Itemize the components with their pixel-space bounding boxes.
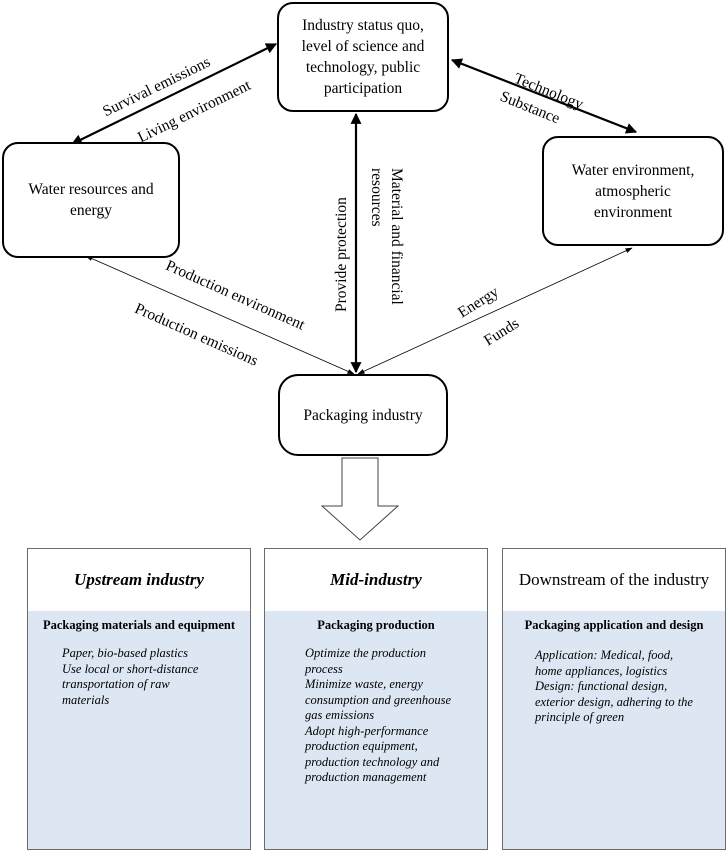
arrow-top-right	[450, 58, 638, 134]
panel-title: Downstream of the industry	[503, 549, 725, 612]
node-industry-status: Industry status quo, level of science an…	[277, 2, 449, 112]
panel-body: Packaging application and design Applica…	[503, 611, 725, 849]
panel-downstream: Downstream of the industry Packaging app…	[502, 548, 726, 850]
panel-text: Paper, bio-based plastics Use local or s…	[62, 646, 199, 707]
node-water-resources: Water resources and energy	[2, 142, 180, 258]
panel-body: Packaging materials and equipment Paper,…	[28, 611, 250, 849]
panel-subtitle: Packaging application and design	[524, 618, 704, 632]
panel-title: Upstream industry	[28, 549, 250, 612]
panel-subtitle: Packaging production	[317, 618, 435, 632]
node-water-environment: Water environment, atmospheric environme…	[542, 136, 724, 246]
label-material-financial: Material and financial resources	[368, 168, 405, 305]
arrow-right-center	[357, 247, 633, 375]
panel-subtitle: Packaging materials and equipment	[42, 618, 236, 632]
panel-text: Application: Medical, food, home applian…	[535, 648, 693, 724]
panel-text: Optimize the production process Minimize…	[305, 646, 452, 784]
label-provide-protection: Provide protection	[333, 197, 350, 312]
node-packaging-industry: Packaging industry	[278, 374, 448, 456]
panel-upstream: Upstream industry Packaging materials an…	[27, 548, 251, 850]
arrow-left-center	[85, 255, 355, 375]
panel-body: Packaging production Optimize the produc…	[265, 611, 487, 849]
arrow-top-left	[71, 43, 277, 145]
down-arrow	[320, 457, 400, 541]
panel-mid-industry: Mid-industry Packaging production Optimi…	[264, 548, 488, 850]
panel-title: Mid-industry	[265, 549, 487, 612]
